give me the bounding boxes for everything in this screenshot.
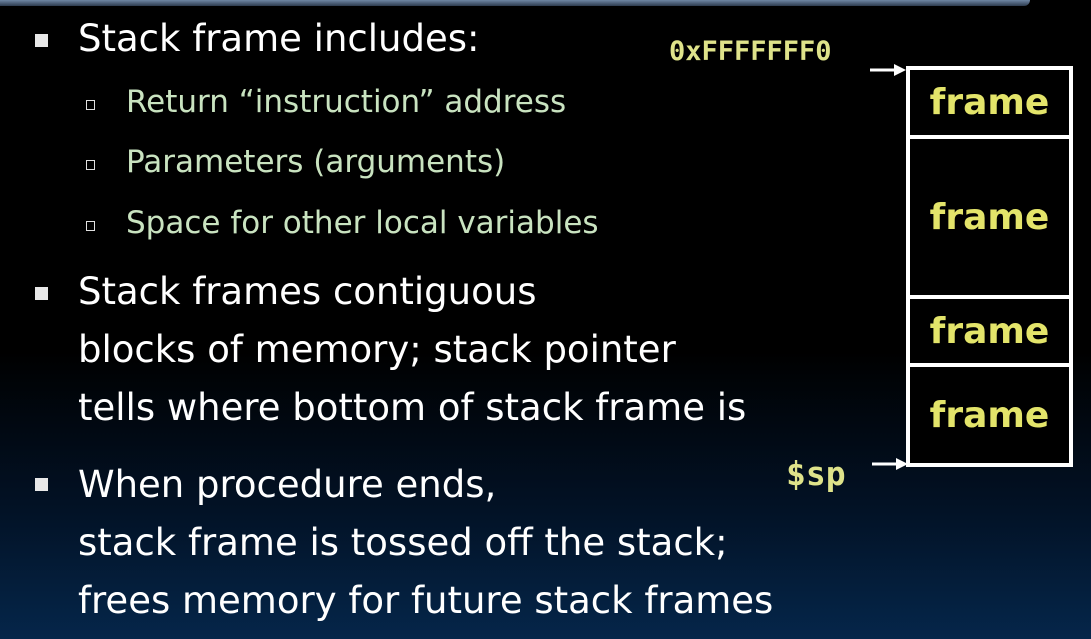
bullet-1: Stack frame includes: — [78, 10, 479, 68]
bullet-2-line-3: tells where bottom of stack frame is — [78, 386, 747, 429]
sub-bullet-2: Parameters (arguments) — [126, 144, 506, 180]
bullet-3-line-1: When procedure ends, — [78, 463, 497, 506]
bullet-2: Stack frames contiguous blocks of memory… — [78, 263, 746, 437]
stack-frame-label: frame — [929, 310, 1050, 352]
bullet-marker — [35, 34, 48, 47]
bullet-3-line-3: frees memory for future stack frames — [78, 579, 774, 622]
sub-bullet-marker — [86, 221, 95, 231]
stack-frame: frame — [906, 295, 1073, 367]
sub-bullet-3: Space for other local variables — [126, 205, 599, 241]
title-bar-edge — [0, 0, 1030, 6]
top-address-label: 0xFFFFFFF0 — [669, 36, 832, 67]
sub-bullet-marker — [86, 160, 95, 170]
bullet-1-line-1: Stack frame includes: — [78, 17, 480, 60]
stack-pointer-label: $sp — [786, 454, 846, 493]
stack-frame-label: frame — [929, 196, 1050, 238]
stack-frame: frame — [906, 363, 1073, 467]
stack-frame-label: frame — [929, 394, 1050, 436]
stack-pointer-arrow — [872, 458, 908, 470]
bullet-marker — [35, 287, 48, 300]
bullet-list: Stack frame includes: Return “instructio… — [35, 10, 773, 630]
bullet-3: When procedure ends, stack frame is toss… — [78, 456, 773, 630]
bullet-3-line-2: stack frame is tossed off the stack; — [78, 521, 728, 564]
top-address-arrow — [870, 64, 906, 76]
sub-bullet-marker — [86, 100, 95, 110]
stack-frame-label: frame — [929, 82, 1050, 123]
stack-frame: frame — [906, 66, 1073, 139]
bullet-2-line-1: Stack frames contiguous — [78, 270, 537, 313]
bullet-marker — [35, 478, 48, 491]
stack-frame: frame — [906, 135, 1073, 299]
bullet-2-line-2: blocks of memory; stack pointer — [78, 328, 676, 371]
sub-bullet-1: Return “instruction” address — [126, 84, 567, 120]
